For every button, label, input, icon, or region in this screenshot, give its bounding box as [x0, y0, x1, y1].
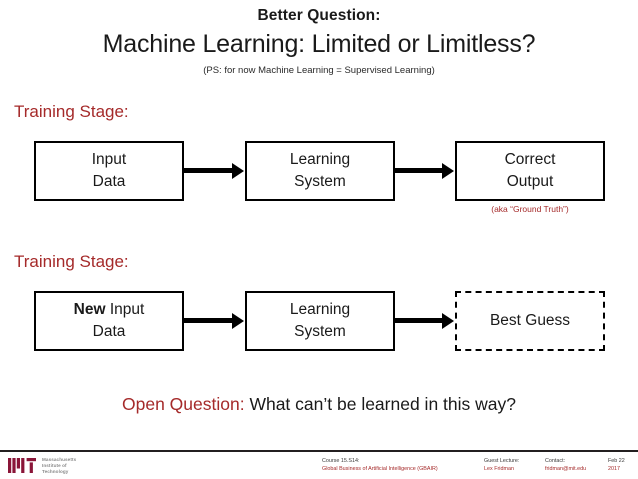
open-question-body: What can’t be learned in this way? — [249, 394, 516, 414]
footer-date: Feb 22 2017 — [608, 458, 625, 473]
flow-box-line-1: New Input — [74, 299, 145, 321]
flow-box-correct-output: Correct Output — [455, 141, 605, 201]
footer-date-line-1: Feb 22 — [608, 458, 625, 464]
arrow-input-to-learning-2 — [184, 312, 244, 329]
flow-box-line-1: Learning — [289, 301, 351, 318]
footer-lecture-label: Guest Lecture: — [484, 458, 520, 464]
footer-contact-label: Contact: — [545, 458, 566, 464]
open-question-line: Open Question: What can’t be learned in … — [0, 392, 638, 416]
mit-logo: Massachusetts Institute of Technology — [8, 457, 76, 474]
footer-contact-value[interactable]: fridman@mit.edu — [545, 465, 587, 472]
flow-box-learning-system-1: Learning System — [245, 141, 395, 201]
open-question-label: Open Question: — [122, 394, 245, 414]
section-label-training-stage-2: Training Stage: — [14, 252, 129, 271]
mit-logo-line-1: Massachusetts — [42, 457, 77, 462]
flow-box-best-guess: Best Guess — [455, 291, 605, 351]
flow-box-line-2: Data — [92, 173, 126, 190]
footer-date-line-2: 2017 — [608, 465, 620, 472]
footer-course-info: Course 15.S14: Global Business of Artifi… — [322, 458, 438, 473]
page-title: Machine Learning: Limited or Limitless? — [102, 30, 536, 58]
flow-box-new-input-data: New Input Data — [34, 291, 184, 351]
slide-title-block: Better Question: Machine Learning: Limit… — [0, 6, 638, 77]
slide-kicker: Better Question: — [257, 7, 381, 24]
section-label-training-stage-1: Training Stage: — [14, 102, 129, 121]
flow-box-learning-system-2: Learning System — [245, 291, 395, 351]
footer-lecture-name: Lex Fridman — [484, 465, 514, 472]
arrow-input-to-learning-1 — [184, 162, 244, 179]
annotation-ground-truth: (aka “Ground Truth”) — [491, 204, 569, 214]
flow-box-line-1-rest: Input — [105, 301, 145, 318]
flow-box-line-1: Best Guess — [489, 312, 571, 329]
footer-course-name: Global Business of Artificial Intelligen… — [322, 465, 438, 472]
flow-box-line-2: System — [294, 323, 346, 340]
slide-subtitle: (PS: for now Machine Learning = Supervis… — [203, 65, 435, 76]
arrow-learning-to-output-1 — [395, 162, 454, 179]
flow-box-line-2: Data — [92, 323, 126, 340]
mit-logo-line-2: Institute of — [42, 462, 67, 468]
flow-box-line-1: Learning — [289, 151, 351, 168]
footer-contact-info: Contact: fridman@mit.edu — [545, 458, 586, 473]
footer-course-label: Course 15.S14: — [322, 458, 360, 464]
flow-box-line-2: Output — [506, 173, 554, 190]
footer-divider — [0, 450, 638, 452]
mit-logo-icon — [8, 458, 36, 474]
arrow-learning-to-guess-2 — [395, 312, 454, 329]
flow-box-line-1: Input — [91, 151, 127, 168]
flow-box-line-1: Correct — [504, 151, 556, 168]
footer-lecture-info: Guest Lecture: Lex Fridman — [484, 458, 519, 473]
mit-logo-wordmark: Massachusetts Institute of Technology — [42, 457, 76, 474]
flow-box-line-1-emphasis: New — [73, 301, 106, 318]
flow-box-input-data: Input Data — [34, 141, 184, 201]
flow-box-line-2: System — [294, 173, 346, 190]
footer: Massachusetts Institute of Technology Co… — [0, 452, 638, 479]
mit-logo-line-3: Technology — [42, 468, 69, 474]
